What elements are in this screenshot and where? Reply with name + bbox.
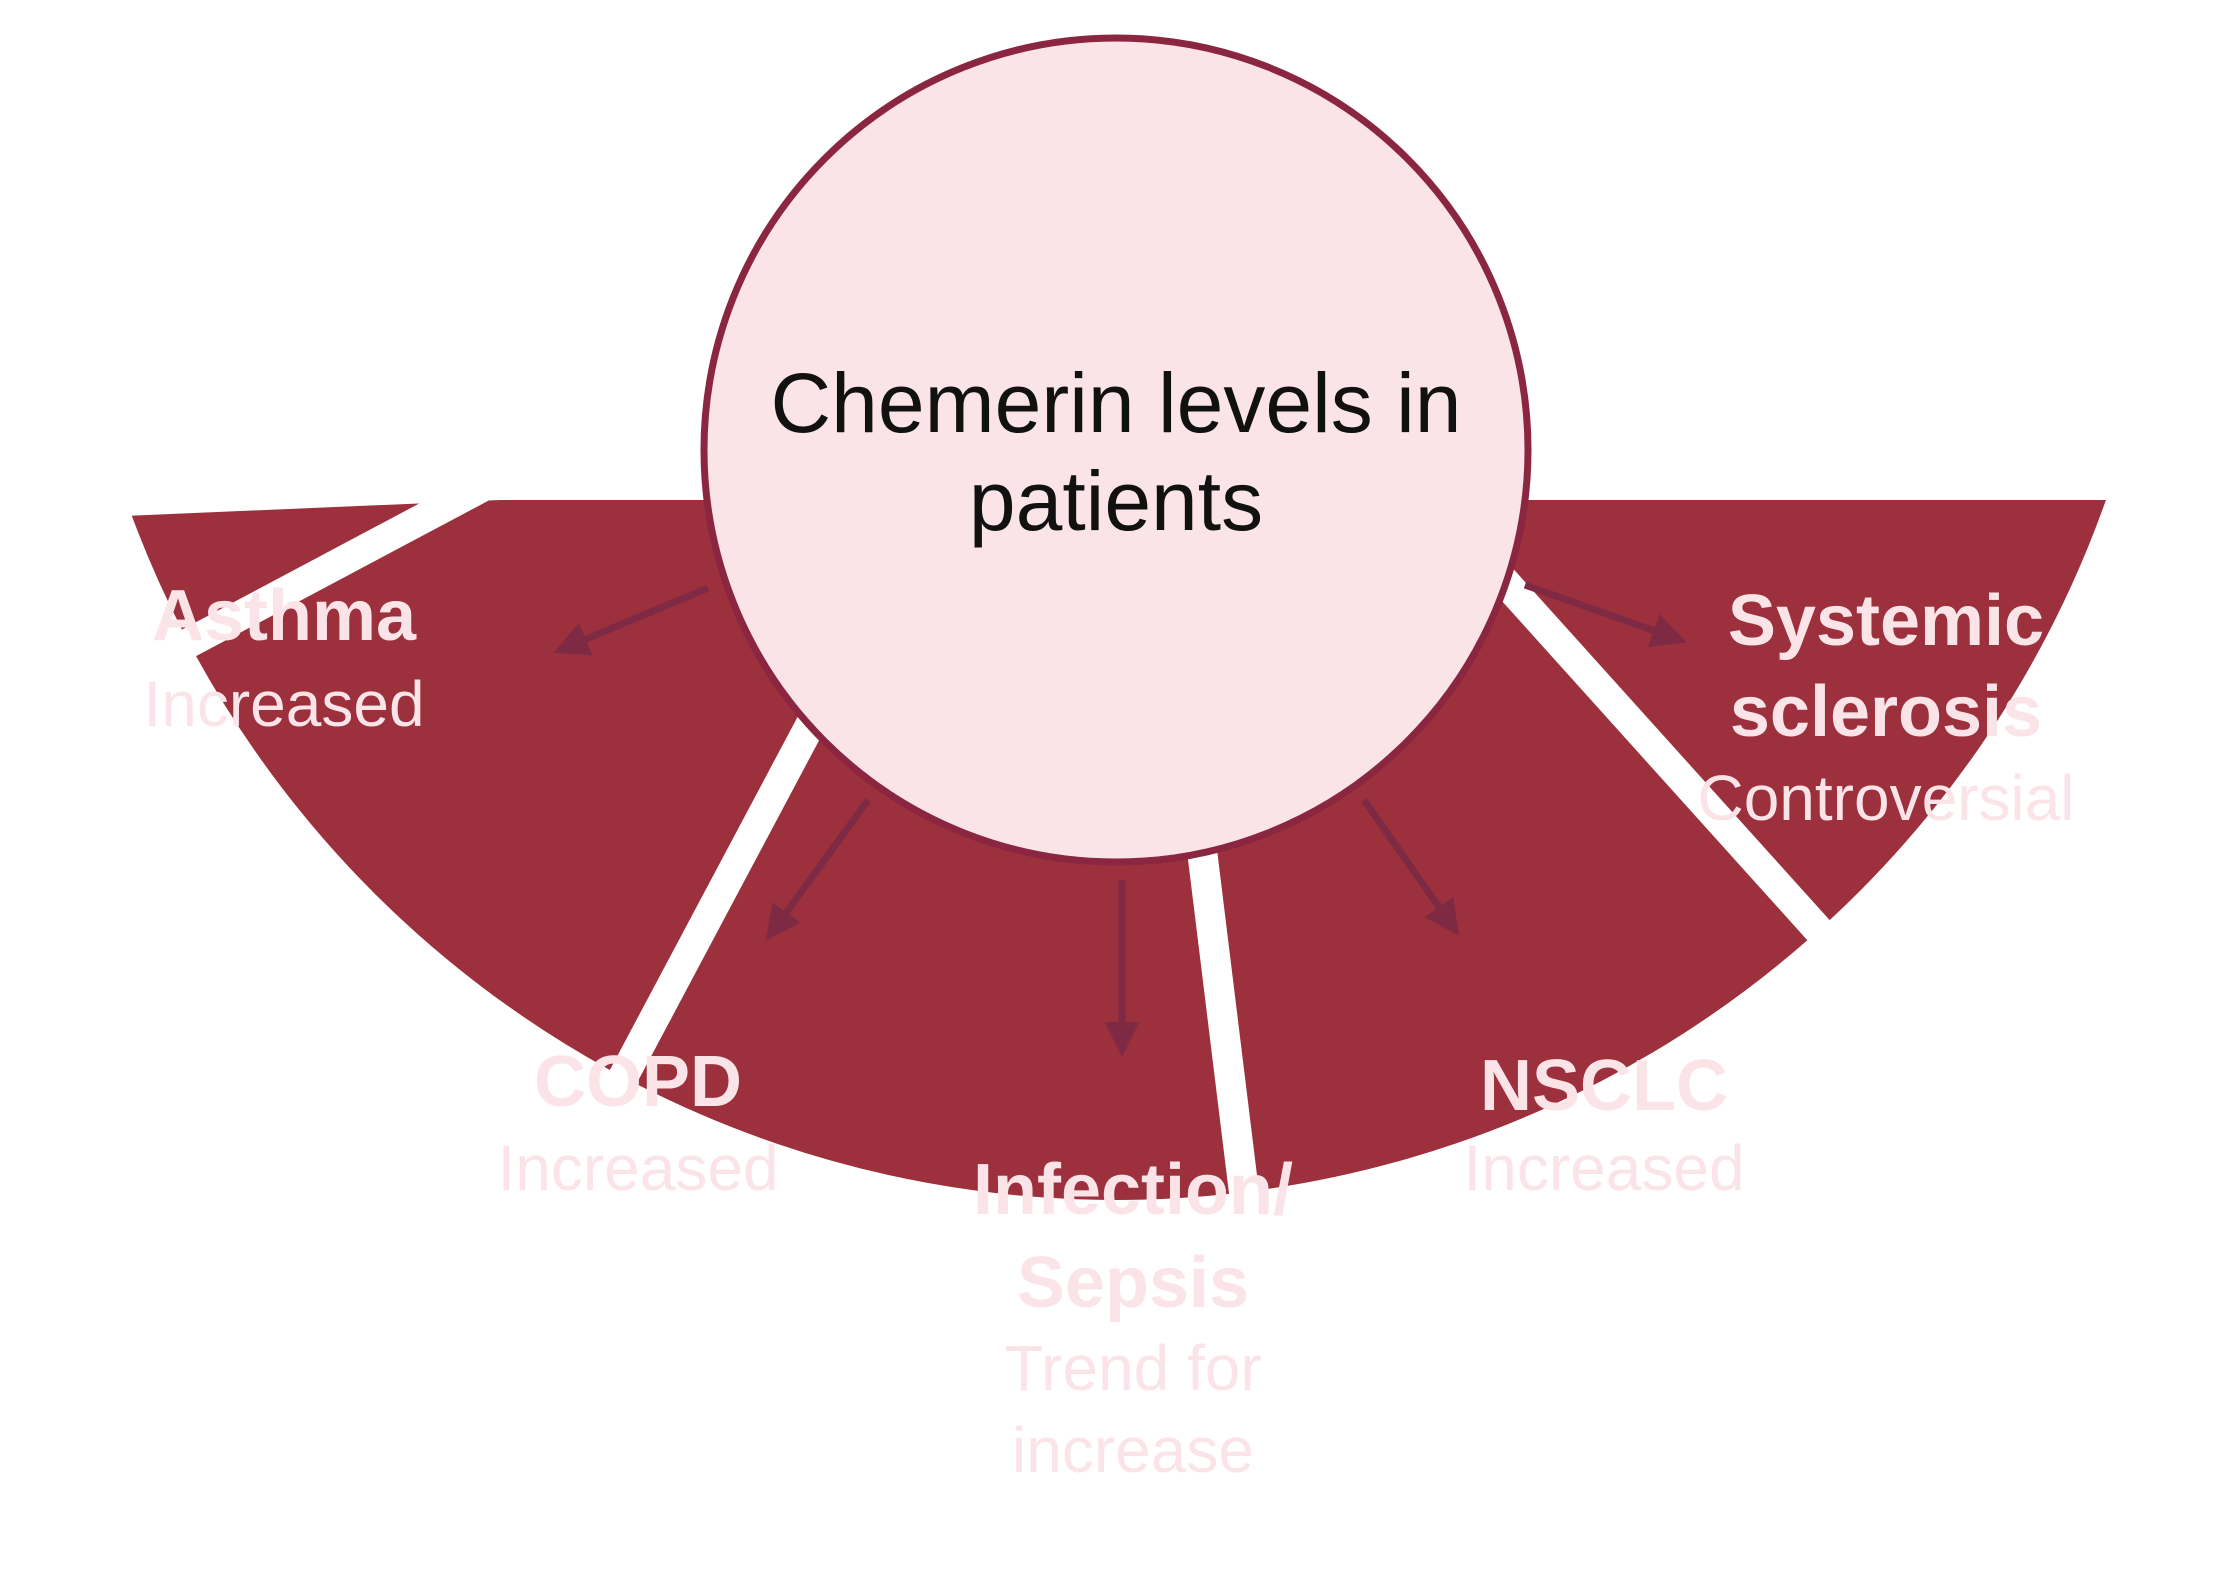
center-title-line2: patients bbox=[969, 454, 1263, 548]
systemic-sclerosis-status: Controversial bbox=[1697, 762, 2074, 834]
copd-title: COPD bbox=[534, 1042, 742, 1122]
infection-status-line2: increase bbox=[1012, 1414, 1254, 1486]
segment-labels: Asthma Increased COPD Increased Infectio… bbox=[143, 576, 2074, 1486]
arrows bbox=[553, 581, 1687, 1057]
infection-status-line1: Trend for bbox=[1004, 1332, 1261, 1404]
asthma-title: Asthma bbox=[152, 576, 417, 656]
infection-title-line2: Sepsis bbox=[1017, 1243, 1249, 1323]
arrow-to-asthma bbox=[553, 584, 710, 656]
center-title-line1: Chemerin levels in bbox=[771, 356, 1462, 450]
segment-copd bbox=[196, 500, 850, 1070]
nsclc-title: NSCLC bbox=[1480, 1046, 1728, 1126]
arrow-to-systemic-sclerosis bbox=[1523, 581, 1687, 648]
infection-title-line1: Infection/ bbox=[973, 1150, 1293, 1230]
copd-status: Increased bbox=[497, 1132, 778, 1204]
nsclc-status: Increased bbox=[1463, 1132, 1744, 1204]
systemic-sclerosis-title-line1: Systemic bbox=[1728, 581, 2044, 661]
arrow-to-nsclc bbox=[1361, 797, 1460, 936]
center-circle bbox=[700, 34, 1532, 866]
arrow-to-copd bbox=[765, 797, 871, 941]
asthma-status: Increased bbox=[143, 668, 424, 740]
systemic-sclerosis-title-line2: sclerosis bbox=[1730, 672, 2042, 752]
